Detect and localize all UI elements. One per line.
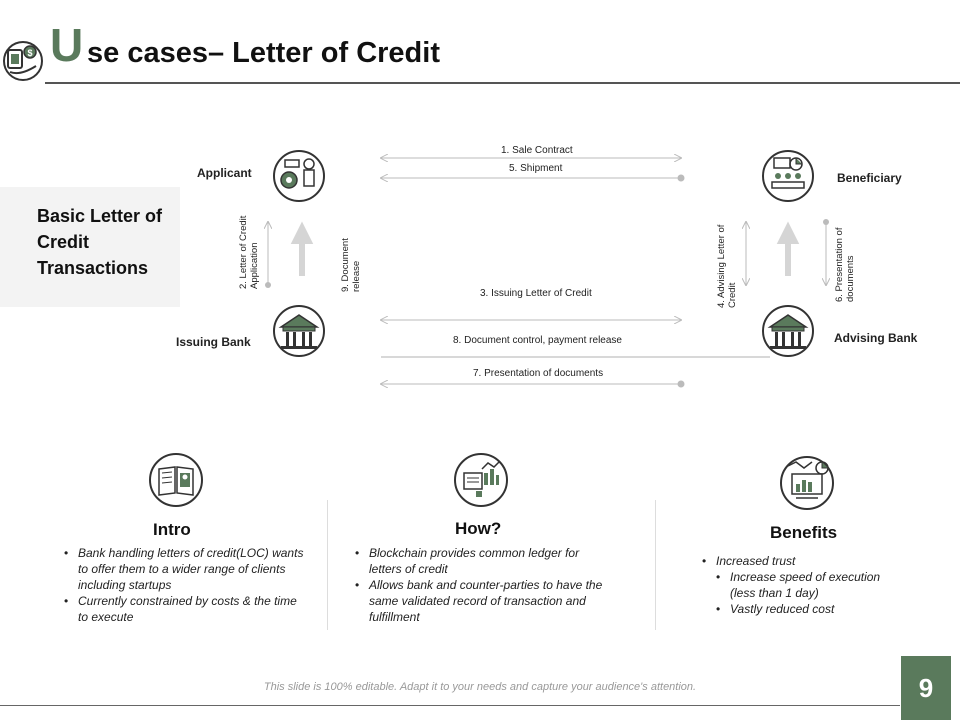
how-bullet: Allows bank and counter-parties to have … xyxy=(355,577,615,625)
flow-label-doc-control: 8. Document control, payment release xyxy=(453,335,622,346)
benefits-bullet: Vastly reduced cost xyxy=(716,601,902,617)
benefits-bullets: Increased trust Increase speed of execut… xyxy=(702,553,902,617)
how-bullet: Blockchain provides common ledger for le… xyxy=(355,545,615,577)
page-title-initial: U xyxy=(50,19,84,71)
flow-label-document-release: 9. Document release xyxy=(340,238,362,292)
book-profile-icon xyxy=(149,453,203,507)
flow-label-shipment: 5. Shipment xyxy=(509,163,563,174)
section-divider xyxy=(655,500,656,630)
intro-bullet: Bank handling letters of credit(LOC) wan… xyxy=(64,545,304,593)
intro-bullets: Bank handling letters of credit(LOC) wan… xyxy=(64,545,304,625)
benefits-dashboard-icon xyxy=(780,456,834,510)
flow-label-presentation-docs: 6. Presentation of documents xyxy=(834,227,856,302)
section-divider xyxy=(327,500,328,630)
footer-divider xyxy=(0,705,900,706)
applicant-label: Applicant xyxy=(197,166,252,180)
benefits-bullet: Increased trust xyxy=(702,553,902,569)
blockchain-chart-icon xyxy=(454,453,508,507)
svg-text:$: $ xyxy=(28,48,33,58)
flow-label-sale-contract: 1. Sale Contract xyxy=(501,145,573,156)
applicant-icon xyxy=(273,150,325,202)
flow-label-presentation-banks: 7. Presentation of documents xyxy=(473,368,604,379)
left-panel-background xyxy=(0,187,180,307)
benefits-title: Benefits xyxy=(770,523,838,542)
hand-money-logo-icon: $ xyxy=(2,40,44,82)
issuing-bank-icon xyxy=(273,305,325,357)
flow-label-loc-application: 2. Letter of Credit Application xyxy=(238,215,260,289)
how-bullets: Blockchain provides common ledger for le… xyxy=(355,545,615,625)
flow-label-advising-loc: 4. Advising Letter of Credit xyxy=(716,224,738,308)
left-panel-title: Basic Letter of Credit Transactions xyxy=(37,206,163,278)
header-divider xyxy=(45,82,960,84)
advising-bank-icon xyxy=(762,305,814,357)
page-title: se cases– Letter of Credit xyxy=(87,37,440,69)
flow-label-issuing-loc: 3. Issuing Letter of Credit xyxy=(480,288,592,299)
how-title: How? xyxy=(455,519,502,538)
advising-bank-label: Advising Bank xyxy=(834,331,918,345)
footer-note: This slide is 100% editable. Adapt it to… xyxy=(263,681,697,693)
intro-bullet: Currently constrained by costs & the tim… xyxy=(64,593,304,625)
page-number: 9 xyxy=(901,656,951,720)
benefits-bullet: Increase speed of execution (less than 1… xyxy=(716,569,902,601)
intro-title: Intro xyxy=(153,520,191,539)
issuing-bank-label: Issuing Bank xyxy=(176,335,251,349)
beneficiary-icon xyxy=(762,150,814,202)
beneficiary-label: Beneficiary xyxy=(837,171,902,185)
